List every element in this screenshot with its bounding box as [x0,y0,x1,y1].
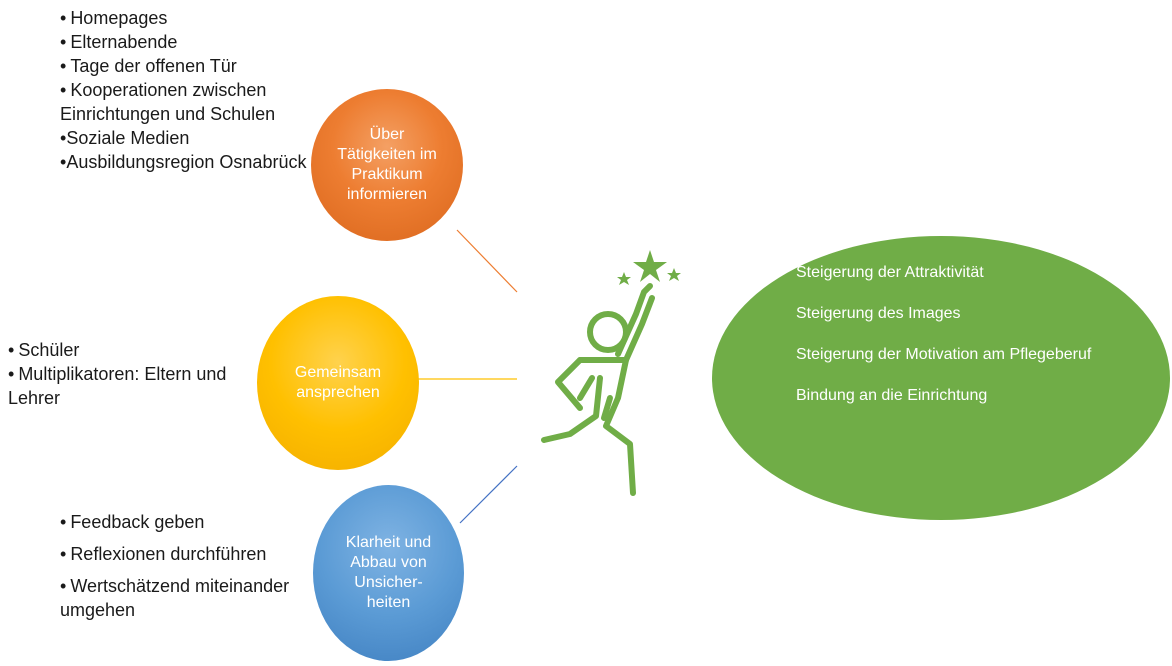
outcome-list: Steigerung der Attraktivität Steigerung … [796,262,1126,426]
list-item: Tage der offenen Tür [60,54,330,78]
list-item: Feedback geben [60,510,300,534]
list-item: Ausbildungsregion Osnabrück [60,150,330,174]
list-item: Soziale Medien [60,126,330,150]
circle-clarity: Klarheit und Abbau von Unsicher- heiten [313,485,464,661]
list-information-channels: Homepages Elternabende Tage der offenen … [60,6,330,174]
list-item: Homepages [60,6,330,30]
connector-bottom [459,465,518,524]
list-item: Schüler [8,338,258,362]
circle-label: Gemeinsam ansprechen [294,364,382,401]
celebrating-person-with-stars-icon [541,250,681,496]
list-target-groups: Schüler Multiplikatoren: Eltern und Lehr… [8,338,258,410]
outcome-item: Steigerung der Attraktivität [796,264,984,281]
connector-top [456,229,518,293]
outcome-item: Steigerung der Motivation am Pflegeberuf [796,346,1092,363]
outcome-item: Bindung an die Einrichtung [796,387,988,404]
list-clarity-measures: Feedback geben Reflexionen durchführen W… [60,510,300,630]
circle-inform: Über Tätigkeiten im Praktikum informiere… [311,89,463,241]
circle-label: Über Tätigkeiten im Praktikum informiere… [337,126,437,203]
list-item: Elternabende [60,30,330,54]
circle-address-together: Gemeinsam ansprechen [257,296,419,470]
circle-label: Klarheit und Abbau von Unsicher- heiten [345,534,432,611]
outcome-item: Steigerung des Images [796,305,961,322]
list-item: Wertschätzend miteinander umgehen [60,574,300,622]
outcome-ellipse [712,236,1170,520]
list-item: Reflexionen durchführen [60,542,300,566]
list-item: Kooperationen zwischen Einrichtungen und… [60,78,330,126]
list-item: Multiplikatoren: Eltern und Lehrer [8,362,258,410]
